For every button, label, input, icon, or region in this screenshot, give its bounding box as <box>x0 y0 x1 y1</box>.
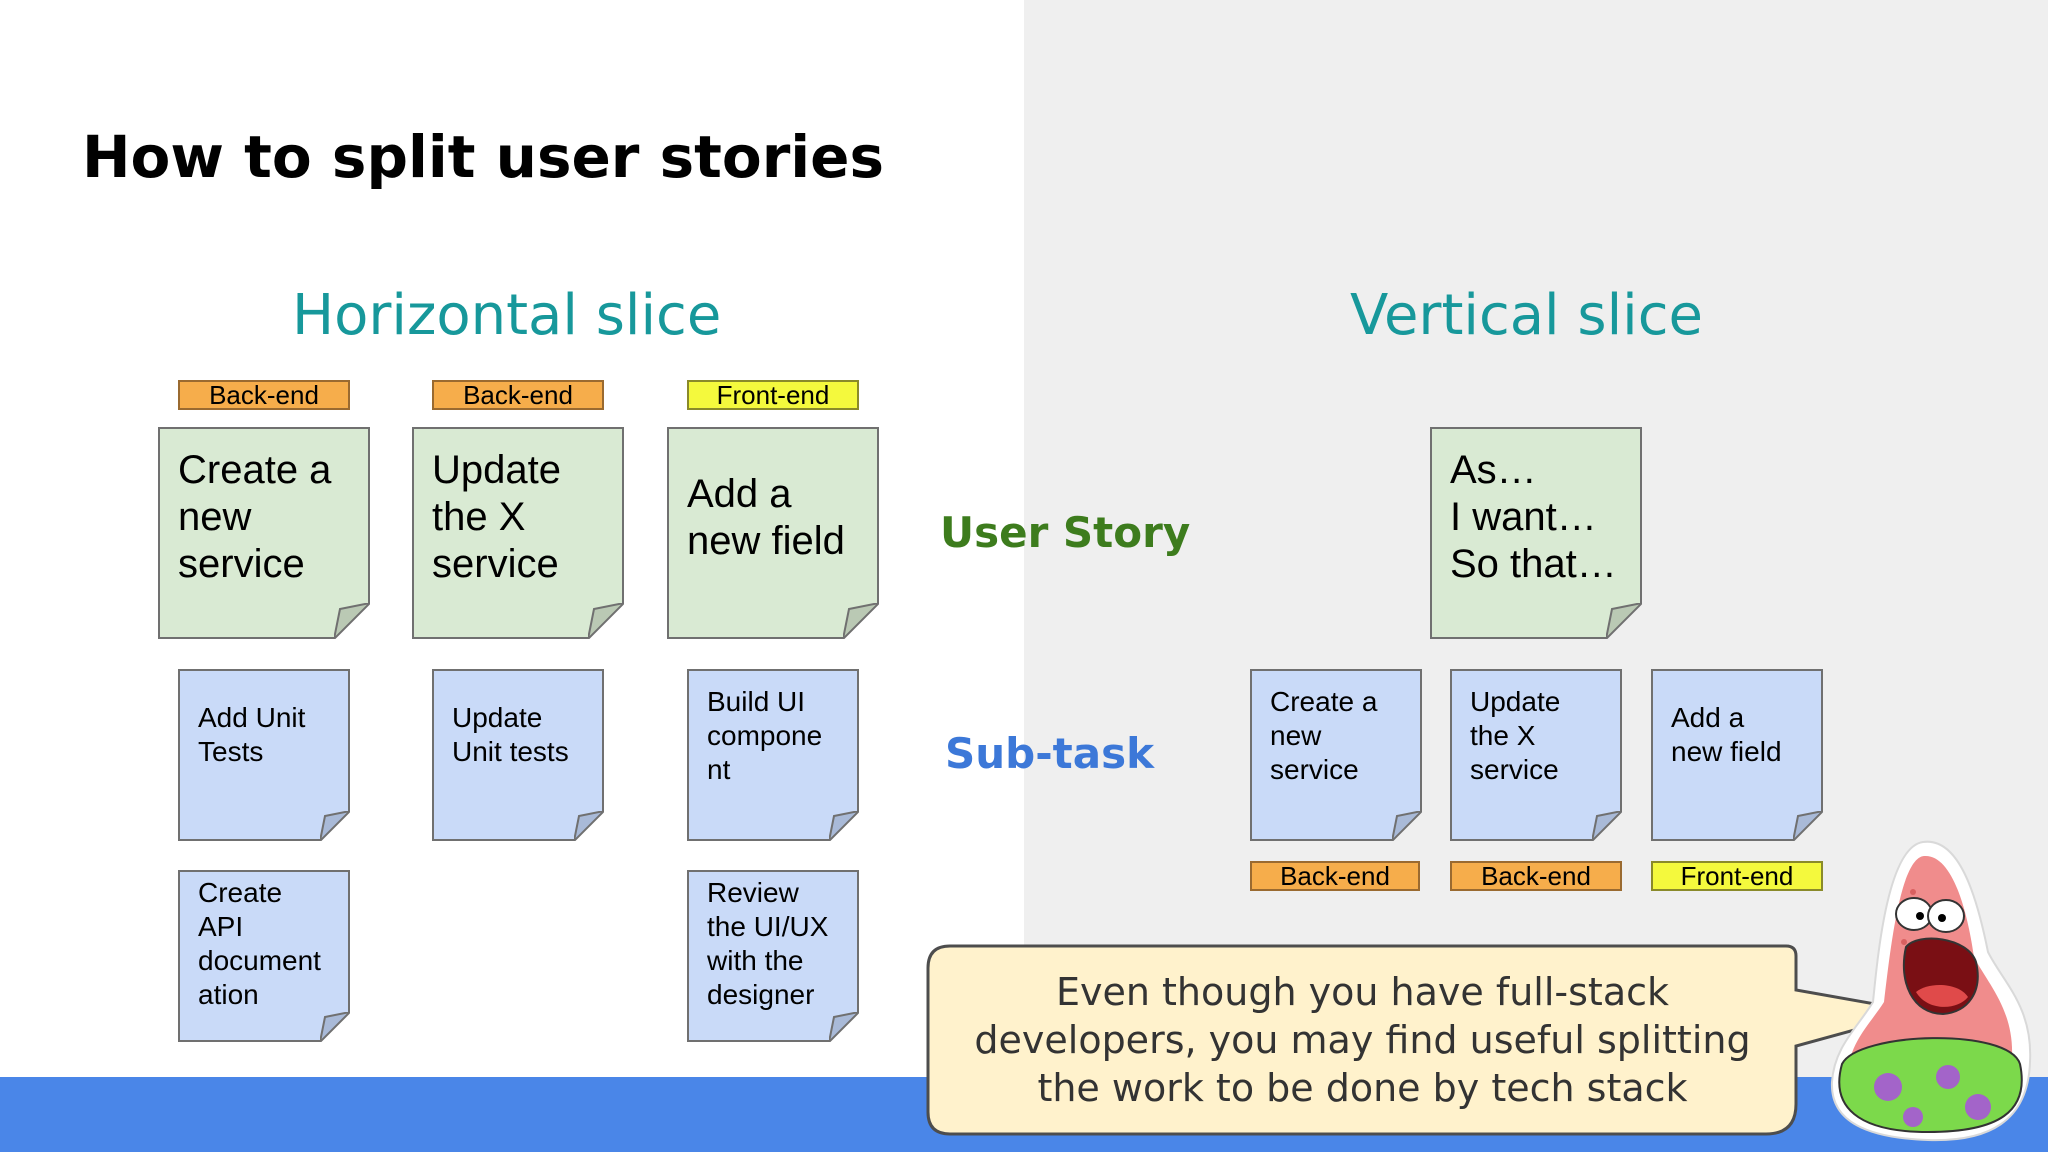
note-text: Create a new service <box>178 448 332 586</box>
note-text: Update the X service <box>1470 686 1561 785</box>
speech-bubble <box>926 944 1921 1136</box>
user-story-label: User Story <box>940 508 1191 557</box>
subtask-note: Add a new field <box>1651 669 1823 841</box>
note-text: Create API document ation <box>198 877 321 1010</box>
note-text: Update Unit tests <box>452 702 569 767</box>
subtask-tag: Back-end <box>1450 861 1622 891</box>
page-curl-icon <box>334 603 370 639</box>
subtask-note: Update the X service <box>1450 669 1622 841</box>
page-curl-icon <box>588 603 624 639</box>
note-text: Update the X service <box>432 448 561 586</box>
page-curl-icon <box>1592 811 1622 841</box>
page-curl-icon <box>1606 603 1642 639</box>
page-curl-icon <box>1392 811 1422 841</box>
user-story-note: Add a new field <box>667 427 879 639</box>
story-tag: Back-end <box>432 380 604 410</box>
subtask-note: Review the UI/UX with the designer <box>687 870 859 1042</box>
page-curl-icon <box>843 603 879 639</box>
subtask-note: Create a new service <box>1250 669 1422 841</box>
note-text: Add a new field <box>687 472 845 563</box>
page-curl-icon <box>320 1012 350 1042</box>
subtask-note: Add Unit Tests <box>178 669 350 841</box>
note-text: Add Unit Tests <box>198 702 306 767</box>
page-curl-icon <box>1793 811 1823 841</box>
story-tag: Back-end <box>178 380 350 410</box>
story-tag: Front-end <box>687 380 859 410</box>
subtask-note: Build UI compone nt <box>687 669 859 841</box>
page-curl-icon <box>829 811 859 841</box>
page-curl-icon <box>574 811 604 841</box>
page-curl-icon <box>829 1012 859 1042</box>
note-text: As… I want… So that… <box>1450 448 1617 586</box>
subtask-tag: Front-end <box>1651 861 1823 891</box>
page-curl-icon <box>320 811 350 841</box>
user-story-note: Create a new service <box>158 427 370 639</box>
user-story-note: Update the X service <box>412 427 624 639</box>
user-story-note: As… I want… So that… <box>1430 427 1642 639</box>
page-title: How to split user stories <box>82 123 885 191</box>
horizontal-slice-heading: Horizontal slice <box>292 283 722 348</box>
callout-text: Even though you have full-stack develope… <box>974 970 1751 1110</box>
vertical-slice-heading: Vertical slice <box>1350 283 1703 348</box>
note-text: Build UI compone nt <box>707 686 823 785</box>
subtask-tag: Back-end <box>1250 861 1420 891</box>
sub-task-label: Sub-task <box>945 729 1154 778</box>
note-text: Add a new field <box>1671 702 1782 767</box>
subtask-note: Create API document ation <box>178 870 350 1042</box>
subtask-note: Update Unit tests <box>432 669 604 841</box>
patrick-star-icon <box>1830 840 2032 1142</box>
note-text: Create a new service <box>1270 686 1378 785</box>
note-text: Review the UI/UX with the designer <box>707 877 829 1010</box>
